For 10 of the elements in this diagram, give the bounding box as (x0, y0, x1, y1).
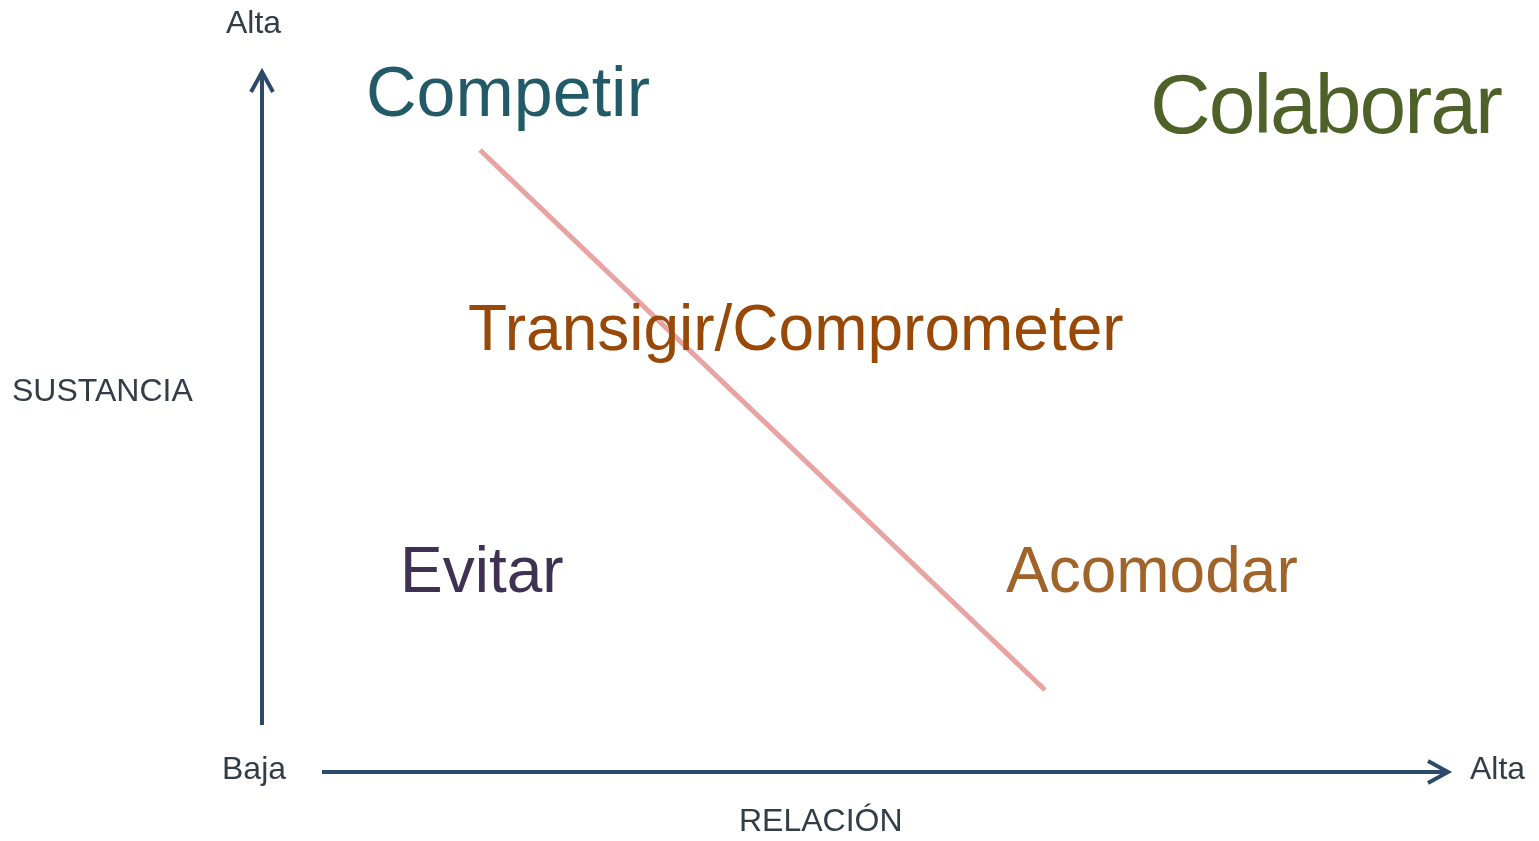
axis-label: Alta (226, 4, 282, 41)
quadrant-label: Competir (366, 52, 650, 133)
quadrant-label: Colaborar (1150, 56, 1501, 153)
axis-title: SUSTANCIA (12, 372, 193, 409)
axis-label: Alta (1470, 750, 1526, 787)
quadrant-label: Acomodar (1006, 534, 1298, 608)
quadrant-label: Transigir/Comprometer (468, 292, 1124, 366)
axis-label: Baja (222, 750, 287, 787)
quadrant-label: Evitar (400, 534, 564, 608)
axis-title: RELACIÓN (739, 802, 903, 839)
